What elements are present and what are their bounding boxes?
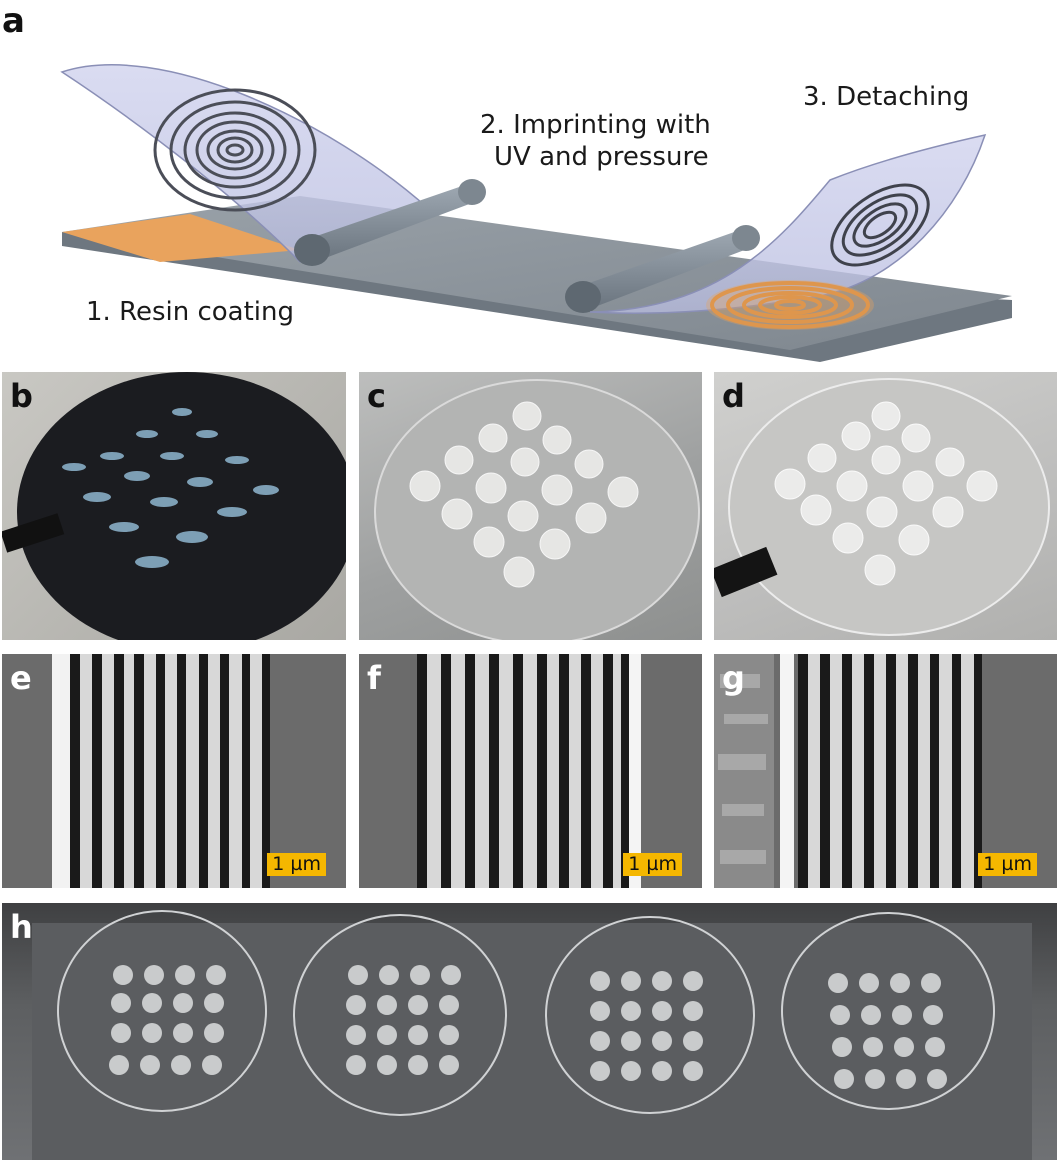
panel-e-sem: e 1 µm <box>2 654 346 888</box>
panel-letter-a: a <box>2 1 25 41</box>
scalebar-f: 1 µm <box>623 853 682 876</box>
panel-d-photo: d <box>714 372 1057 640</box>
step-2-label-line2: UV and pressure <box>494 142 709 172</box>
replica-film-held-image <box>714 378 1050 636</box>
lens-array-4 <box>828 973 947 1089</box>
panel-b-photo: b <box>2 372 346 640</box>
sem-grating-image-g <box>714 654 1057 888</box>
panel-letter-f: f <box>367 659 381 697</box>
resin-coating <box>62 214 300 262</box>
sem-grating-image-f <box>359 654 702 888</box>
panel-letter-h: h <box>10 908 33 946</box>
panel-letter-g: g <box>722 659 745 697</box>
step-2-label-line1: 2. Imprinting with <box>480 110 711 140</box>
scalebar-e: 1 µm <box>267 853 326 876</box>
imprinting-process-illustration <box>60 64 1012 362</box>
grating-rings-right <box>830 183 930 267</box>
panel-letter-d: d <box>722 377 745 415</box>
wafer-with-lenses-image <box>2 372 346 640</box>
panel-h-photo: h <box>2 903 1057 1160</box>
replica-film-image <box>374 379 700 640</box>
grating-rings-left <box>153 88 317 212</box>
panel-a-schematic: a <box>0 0 1057 368</box>
panel-g-sem: g 1 µm <box>714 654 1057 888</box>
panel-letter-b: b <box>10 377 33 415</box>
four-replica-films-image <box>32 910 1032 1160</box>
lens-array-3 <box>590 971 703 1081</box>
lens-array-1 <box>109 965 226 1075</box>
panel-c-photo: c <box>359 372 702 640</box>
imprinted-grating <box>710 281 870 329</box>
step-1-label: 1. Resin coating <box>86 297 295 327</box>
roller-1 <box>294 179 486 266</box>
panel-letter-e: e <box>10 659 32 697</box>
scalebar-g: 1 µm <box>978 853 1037 876</box>
lens-array-2 <box>346 965 461 1075</box>
panel-f-sem: f 1 µm <box>359 654 702 888</box>
step-3-label: 3. Detaching <box>803 82 970 112</box>
roller-2 <box>565 225 760 313</box>
sem-grating-image-e <box>2 654 346 888</box>
panel-letter-c: c <box>367 377 386 415</box>
